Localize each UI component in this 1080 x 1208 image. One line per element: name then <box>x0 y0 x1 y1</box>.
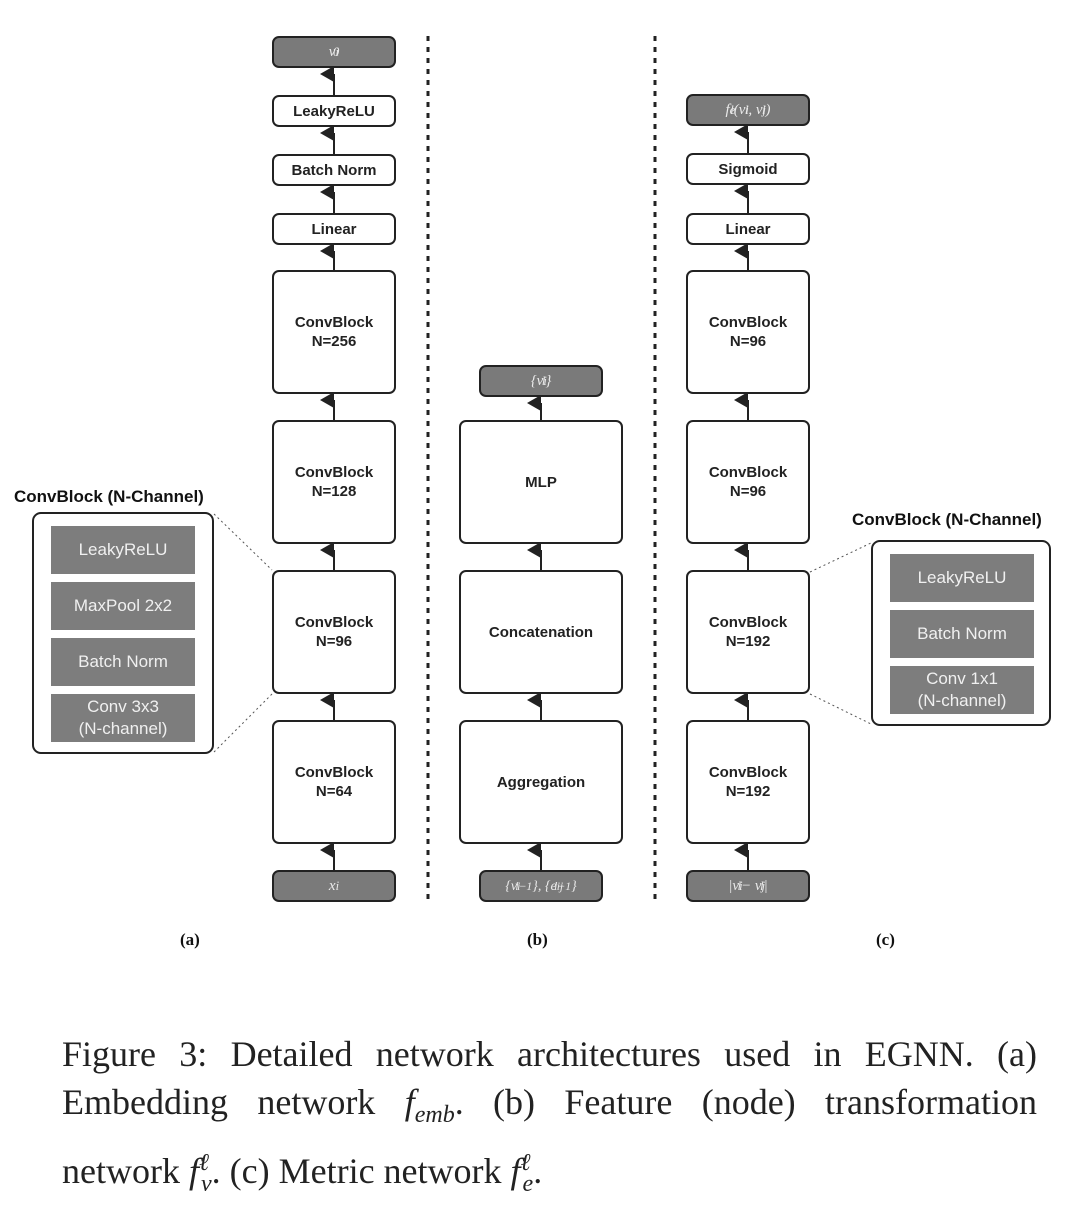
inset-c-leakyrelu: LeakyReLU <box>890 554 1034 602</box>
panel-a-layer-linear: Linear <box>272 213 396 245</box>
panel-a-convblock-256: ConvBlock N=256 <box>272 270 396 394</box>
panel-b-label: (b) <box>527 930 548 949</box>
connector-layer <box>213 36 872 905</box>
panel-a-layer-leakyrelu: LeakyReLU <box>272 95 396 127</box>
convblock-title: ConvBlock <box>294 614 374 631</box>
inset-c-connector <box>809 542 872 573</box>
caption-text-2: . (b) Feature (node) transformation netw… <box>62 1082 1037 1192</box>
convblock-title: ConvBlock <box>294 464 374 481</box>
caption-f-e: fℓe <box>510 1150 534 1198</box>
figure-caption: Figure 3: Detailed network architectures… <box>62 1030 1037 1208</box>
inset-a-connector <box>213 513 273 571</box>
panel-c-inset-title: ConvBlock (N-Channel) <box>852 510 1042 529</box>
panel-c-convblock-192-top: ConvBlock N=192 <box>686 570 810 694</box>
inset-a-leakyrelu: LeakyReLU <box>51 526 195 574</box>
caption-f-emb: femb <box>404 1082 455 1129</box>
convblock-n: N=96 <box>729 333 767 350</box>
inset-a-batchnorm: Batch Norm <box>51 638 195 686</box>
convblock-title: ConvBlock <box>294 764 374 781</box>
panel-a-layer-batchnorm: Batch Norm <box>272 154 396 186</box>
convblock-n: N=64 <box>315 783 353 800</box>
panel-c-inset: LeakyReLU Batch Norm Conv 1x1 (N-channel… <box>871 540 1051 726</box>
convblock-n: N=96 <box>729 483 767 500</box>
inset-a-connector <box>213 693 273 753</box>
panel-b-mlp: MLP <box>459 420 623 544</box>
convblock-title: ConvBlock <box>708 764 788 781</box>
panel-c-layer-sigmoid: Sigmoid <box>686 153 810 185</box>
panel-a-convblock-128: ConvBlock N=128 <box>272 420 396 544</box>
panel-a-inset-title: ConvBlock (N-Channel) <box>14 487 204 506</box>
panel-a-convblock-96: ConvBlock N=96 <box>272 570 396 694</box>
caption-text-1: Detailed network architectures used in E… <box>62 1034 1037 1122</box>
panel-c-convblock-192: ConvBlock N=192 <box>686 720 810 844</box>
caption-figure-number: Figure 3: <box>62 1034 208 1074</box>
convblock-title: ConvBlock <box>708 614 788 631</box>
panel-c-convblock-96-top: ConvBlock N=96 <box>686 270 810 394</box>
convblock-n: N=192 <box>725 633 771 650</box>
convblock-n: N=192 <box>725 783 771 800</box>
convblock-title: ConvBlock <box>294 314 374 331</box>
panel-b-aggregation: Aggregation <box>459 720 623 844</box>
convblock-title: ConvBlock <box>708 314 788 331</box>
convblock-title: ConvBlock <box>708 464 788 481</box>
panel-b-concatenation: Concatenation <box>459 570 623 694</box>
inset-c-batchnorm: Batch Norm <box>890 610 1034 658</box>
caption-text-3: . (c) Metric network <box>211 1151 502 1192</box>
convblock-n: N=96 <box>315 633 353 650</box>
panel-c-convblock-96: ConvBlock N=96 <box>686 420 810 544</box>
inset-a-conv: Conv 3x3 (N-channel) <box>51 694 195 742</box>
caption-text-4: . <box>533 1151 543 1192</box>
inset-a-maxpool: MaxPool 2x2 <box>51 582 195 630</box>
inset-c-connector <box>809 693 872 725</box>
convblock-n: N=256 <box>311 333 357 350</box>
caption-f-v: fℓv <box>188 1150 212 1198</box>
inset-c-conv: Conv 1x1 (N-channel) <box>890 666 1034 714</box>
panel-c-label: (c) <box>876 930 895 949</box>
panel-a-convblock-64: ConvBlock N=64 <box>272 720 396 844</box>
convblock-n: N=128 <box>311 483 357 500</box>
panel-a-inset: LeakyReLU MaxPool 2x2 Batch Norm Conv 3x… <box>32 512 214 754</box>
panel-c-layer-linear: Linear <box>686 213 810 245</box>
panel-a-label: (a) <box>180 930 200 949</box>
